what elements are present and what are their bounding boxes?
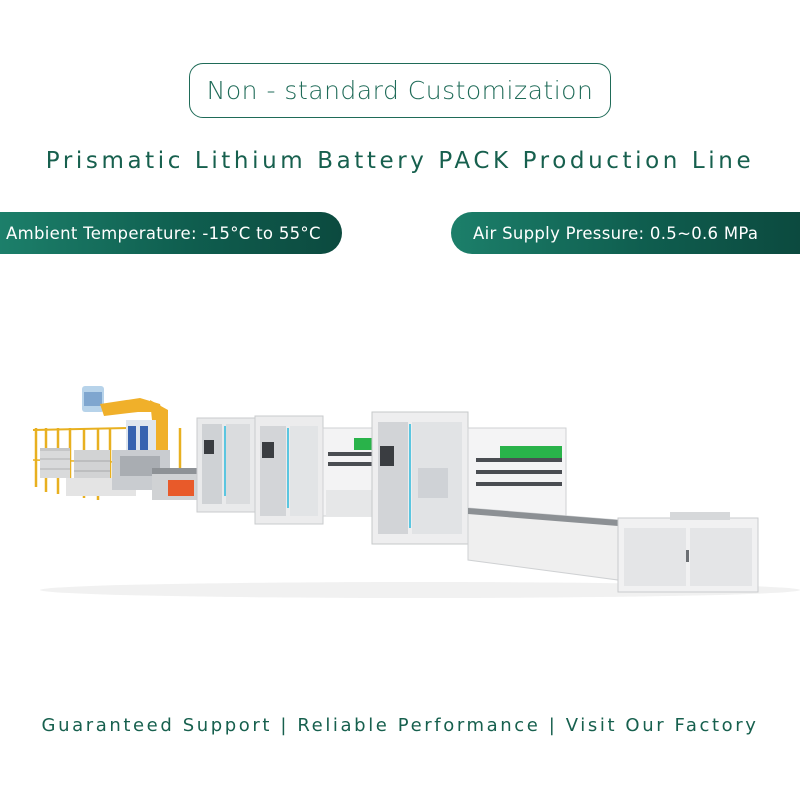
customization-badge-text: Non - standard Customization	[206, 76, 594, 105]
feeding-conveyor	[152, 468, 200, 500]
end-cabinet	[617, 512, 759, 593]
temperature-spec-pill: Ambient Temperature: -15°C to 55°C	[0, 212, 342, 254]
footer-tagline: Guaranteed Support | Reliable Performanc…	[41, 715, 759, 736]
air-pressure-spec-text: Air Supply Pressure: 0.5~0.6 MPa	[473, 223, 759, 243]
customization-badge: Non - standard Customization	[189, 63, 611, 118]
page-title: Prismatic Lithium Battery PACK Productio…	[45, 148, 755, 174]
robot-arm	[82, 386, 170, 490]
temperature-spec-text: Ambient Temperature: -15°C to 55°C	[6, 223, 321, 243]
assembly-station-1	[196, 417, 256, 513]
main-conveyor	[467, 507, 619, 581]
assembly-station-2	[254, 415, 324, 525]
floor-shadow	[40, 582, 800, 598]
assembly-station-3	[371, 411, 469, 545]
production-line-illustration	[32, 386, 800, 598]
transfer-bay-1	[322, 427, 376, 517]
air-pressure-spec-pill: Air Supply Pressure: 0.5~0.6 MPa	[451, 212, 800, 254]
